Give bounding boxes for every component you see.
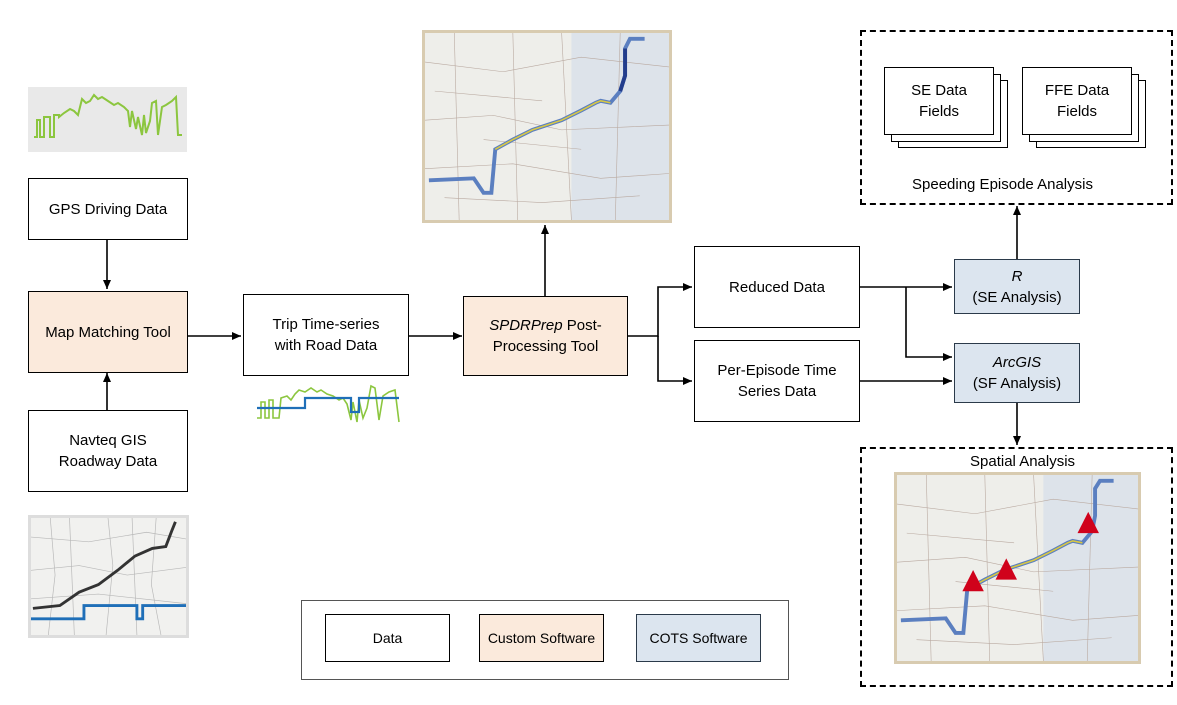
se-fields-line1: SE Data xyxy=(911,82,967,99)
spdrprep-box[interactable]: SPDRPrep Post- Processing Tool xyxy=(463,296,628,376)
navteq-gis-box[interactable]: Navteq GIS Roadway Data xyxy=(28,410,188,492)
speeding-episode-title: Speeding Episode Analysis xyxy=(912,176,1093,193)
r-name: R xyxy=(1011,267,1023,285)
spatial-analysis-map xyxy=(894,472,1141,664)
trip-trace-thumbnail xyxy=(255,378,405,428)
r-sub: (SE Analysis) xyxy=(972,288,1062,306)
legend-data-swatch: Data xyxy=(325,614,450,662)
ffe-data-fields[interactable]: FFE Data Fields xyxy=(1022,67,1132,135)
per-episode-line2: Series Data xyxy=(737,383,817,400)
navteq-line1: Navteq GIS xyxy=(69,432,147,449)
legend-cots-label: COTS Software xyxy=(649,629,748,646)
arcgis-analysis-box[interactable]: ArcGIS (SF Analysis) xyxy=(954,343,1080,403)
arrow-spdr-to-reduced xyxy=(628,283,692,337)
road-map-thumbnail xyxy=(28,515,189,638)
spatial-analysis-title: Spatial Analysis xyxy=(970,453,1076,470)
map-matching-tool-label: Map Matching Tool xyxy=(45,323,171,341)
reduced-data-box[interactable]: Reduced Data xyxy=(694,246,860,328)
per-episode-line1: Per-Episode Time xyxy=(717,362,837,379)
navteq-line2: Roadway Data xyxy=(58,453,158,470)
trip-time-series-box[interactable]: Trip Time-series with Road Data xyxy=(243,294,409,376)
trip-line2: with Road Data xyxy=(274,337,378,354)
arcgis-sub: (SF Analysis) xyxy=(972,375,1062,392)
per-episode-box[interactable]: Per-Episode Time Series Data xyxy=(694,340,860,422)
gps-driving-data-box[interactable]: GPS Driving Data xyxy=(28,178,188,240)
spdrprep-suffix: Post- xyxy=(562,317,602,334)
spdrprep-name: SPDRPrep xyxy=(489,317,563,334)
incident-markers xyxy=(962,511,1099,592)
gps-driving-data-label: GPS Driving Data xyxy=(48,200,168,218)
se-fields-line2: Fields xyxy=(918,103,959,120)
spatial-analysis-group xyxy=(860,447,1173,687)
se-data-fields[interactable]: SE Data Fields xyxy=(884,67,994,135)
map-matching-tool-box[interactable]: Map Matching Tool xyxy=(28,291,188,373)
reduced-data-label: Reduced Data xyxy=(729,278,825,296)
marker-3 xyxy=(1077,511,1099,534)
legend-custom-swatch: Custom Software xyxy=(479,614,604,662)
route-map-center xyxy=(422,30,672,223)
speeding-episode-group xyxy=(860,30,1173,205)
spdrprep-line1: SPDRPrep Post- xyxy=(489,315,602,336)
r-analysis-box[interactable]: R (SE Analysis) xyxy=(954,259,1080,314)
legend-custom-label: Custom Software xyxy=(487,629,596,646)
speed-trace-thumbnail xyxy=(28,87,187,152)
arrow-reduced-to-arcgis xyxy=(905,287,952,361)
marker-2 xyxy=(995,558,1018,580)
trip-line1: Trip Time-series xyxy=(272,316,380,333)
ffe-fields-line1: FFE Data xyxy=(1044,82,1110,99)
arrow-spdr-to-episode xyxy=(657,336,692,385)
marker-1 xyxy=(962,569,984,592)
legend-cots-swatch: COTS Software xyxy=(636,614,761,662)
spdrprep-line2: Processing Tool xyxy=(492,338,599,355)
legend-data-label: Data xyxy=(372,629,403,646)
ffe-fields-line2: Fields xyxy=(1056,103,1097,120)
arcgis-name: ArcGIS xyxy=(992,354,1042,371)
